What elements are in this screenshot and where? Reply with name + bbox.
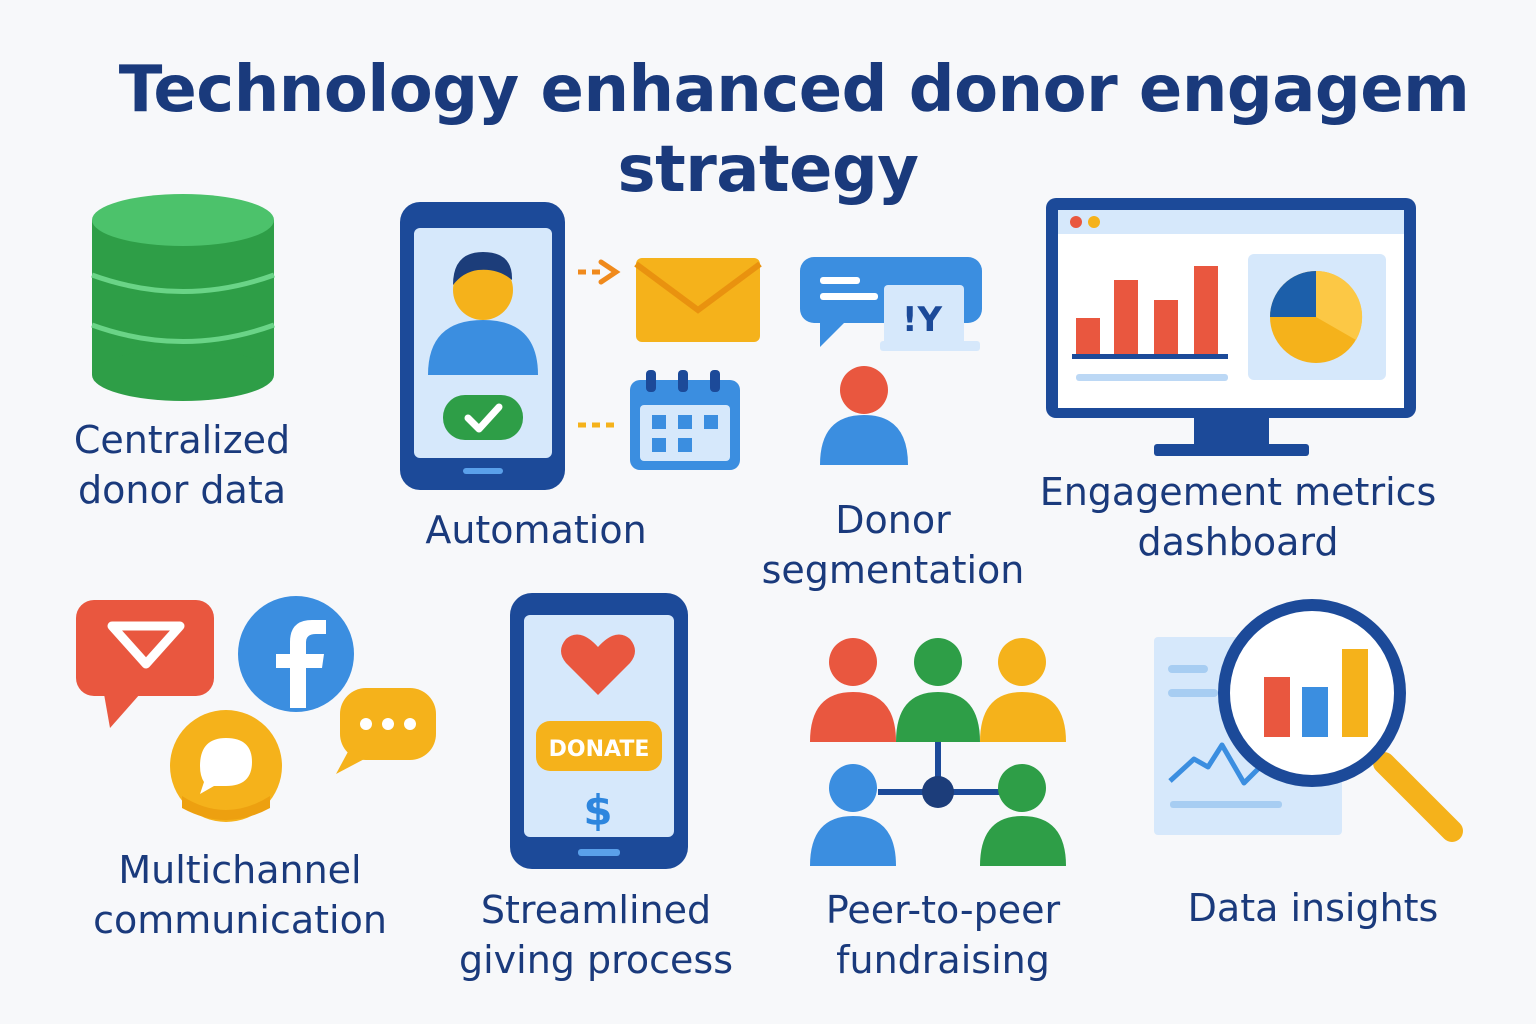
social-bubbles-icon — [76, 596, 436, 822]
label-engagement-metrics-dashboard: Engagement metrics dashboard — [1039, 470, 1437, 564]
monitor-chart-icon — [1046, 198, 1416, 456]
donate-button-text: DONATE — [549, 737, 650, 762]
chat-person-icon: !Y — [800, 257, 982, 465]
label-automation: Automation — [425, 508, 647, 552]
database-icon — [91, 194, 275, 401]
label-donor-segmentation: Donor segmentation — [761, 498, 1025, 592]
page-title-line-2: strategy — [617, 133, 919, 207]
label-data-insights: Data insights — [1187, 886, 1439, 930]
page-title-line-1: Technology enhanced donor engagem — [118, 53, 1470, 127]
label-centralized-donor-data: Centralized donor data — [73, 418, 291, 512]
label-multichannel-communication: Multichannel communication — [93, 848, 387, 942]
phone-donate-icon: DONATE $ — [510, 593, 688, 869]
phone-automation-icon — [400, 202, 762, 490]
svg-text:!Y: !Y — [902, 300, 943, 340]
currency-symbol: $ — [583, 786, 612, 835]
label-peer-to-peer-fundraising: Peer-to-peer fundraising — [825, 888, 1061, 982]
label-streamlined-giving-process: Streamlined giving process — [458, 888, 734, 982]
people-network-icon — [810, 638, 1066, 866]
magnifier-chart-icon — [1154, 599, 1463, 842]
